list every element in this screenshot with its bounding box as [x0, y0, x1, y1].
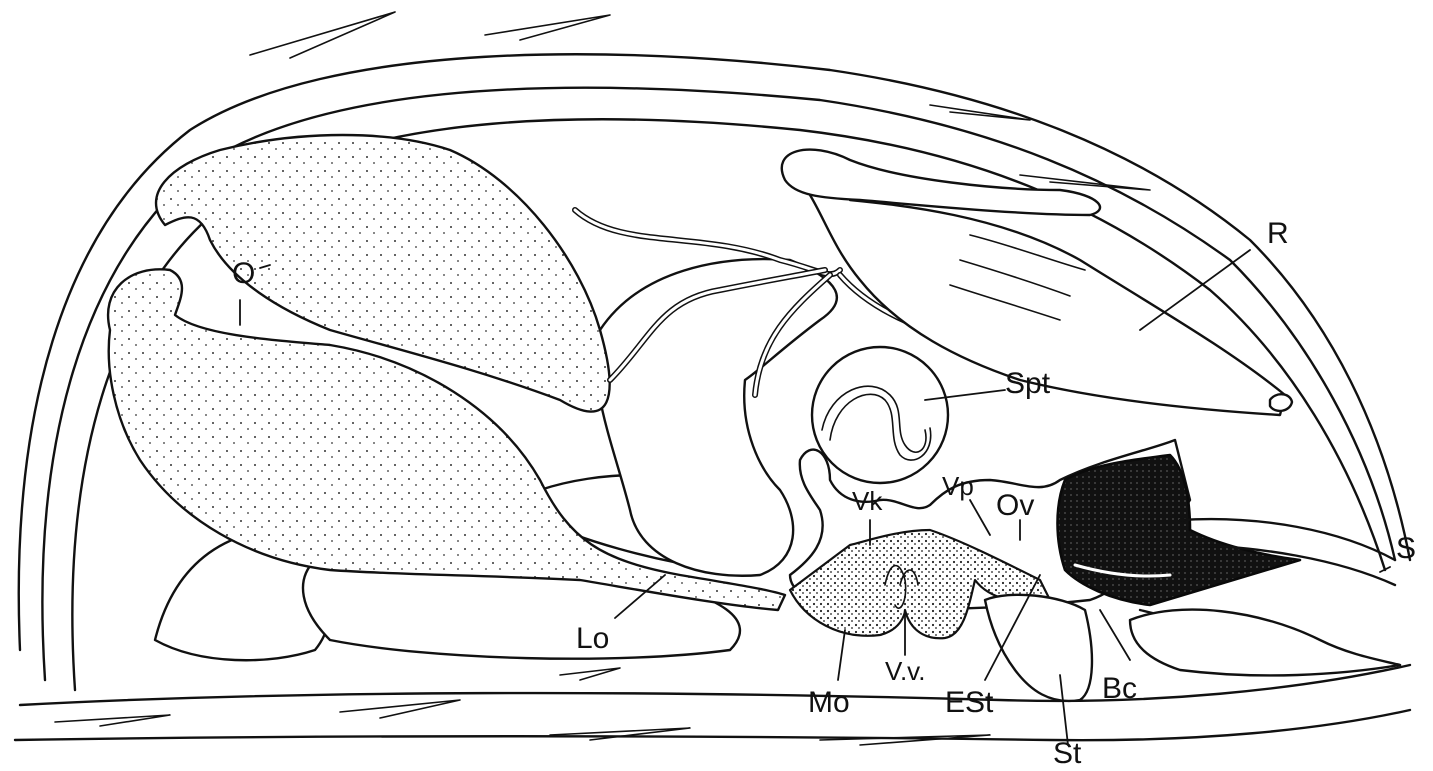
spermatheca [812, 347, 948, 483]
label-o: O [232, 257, 255, 290]
label-r: R [1267, 217, 1289, 250]
label-mo: Mo [808, 686, 850, 719]
label-vv: V.v. [885, 656, 925, 686]
label-est: ESt [945, 686, 994, 719]
label-st: St [1053, 737, 1082, 770]
label-ov: Ov [996, 489, 1034, 522]
label-spt: Spt [1005, 367, 1051, 400]
label-vk: Vk [852, 486, 883, 516]
label-lo: Lo [576, 622, 609, 655]
label-s: S [1396, 532, 1416, 565]
label-vp: Vp [942, 471, 974, 501]
sting-bulb [1058, 455, 1301, 605]
label-bc: Bc [1102, 672, 1137, 705]
